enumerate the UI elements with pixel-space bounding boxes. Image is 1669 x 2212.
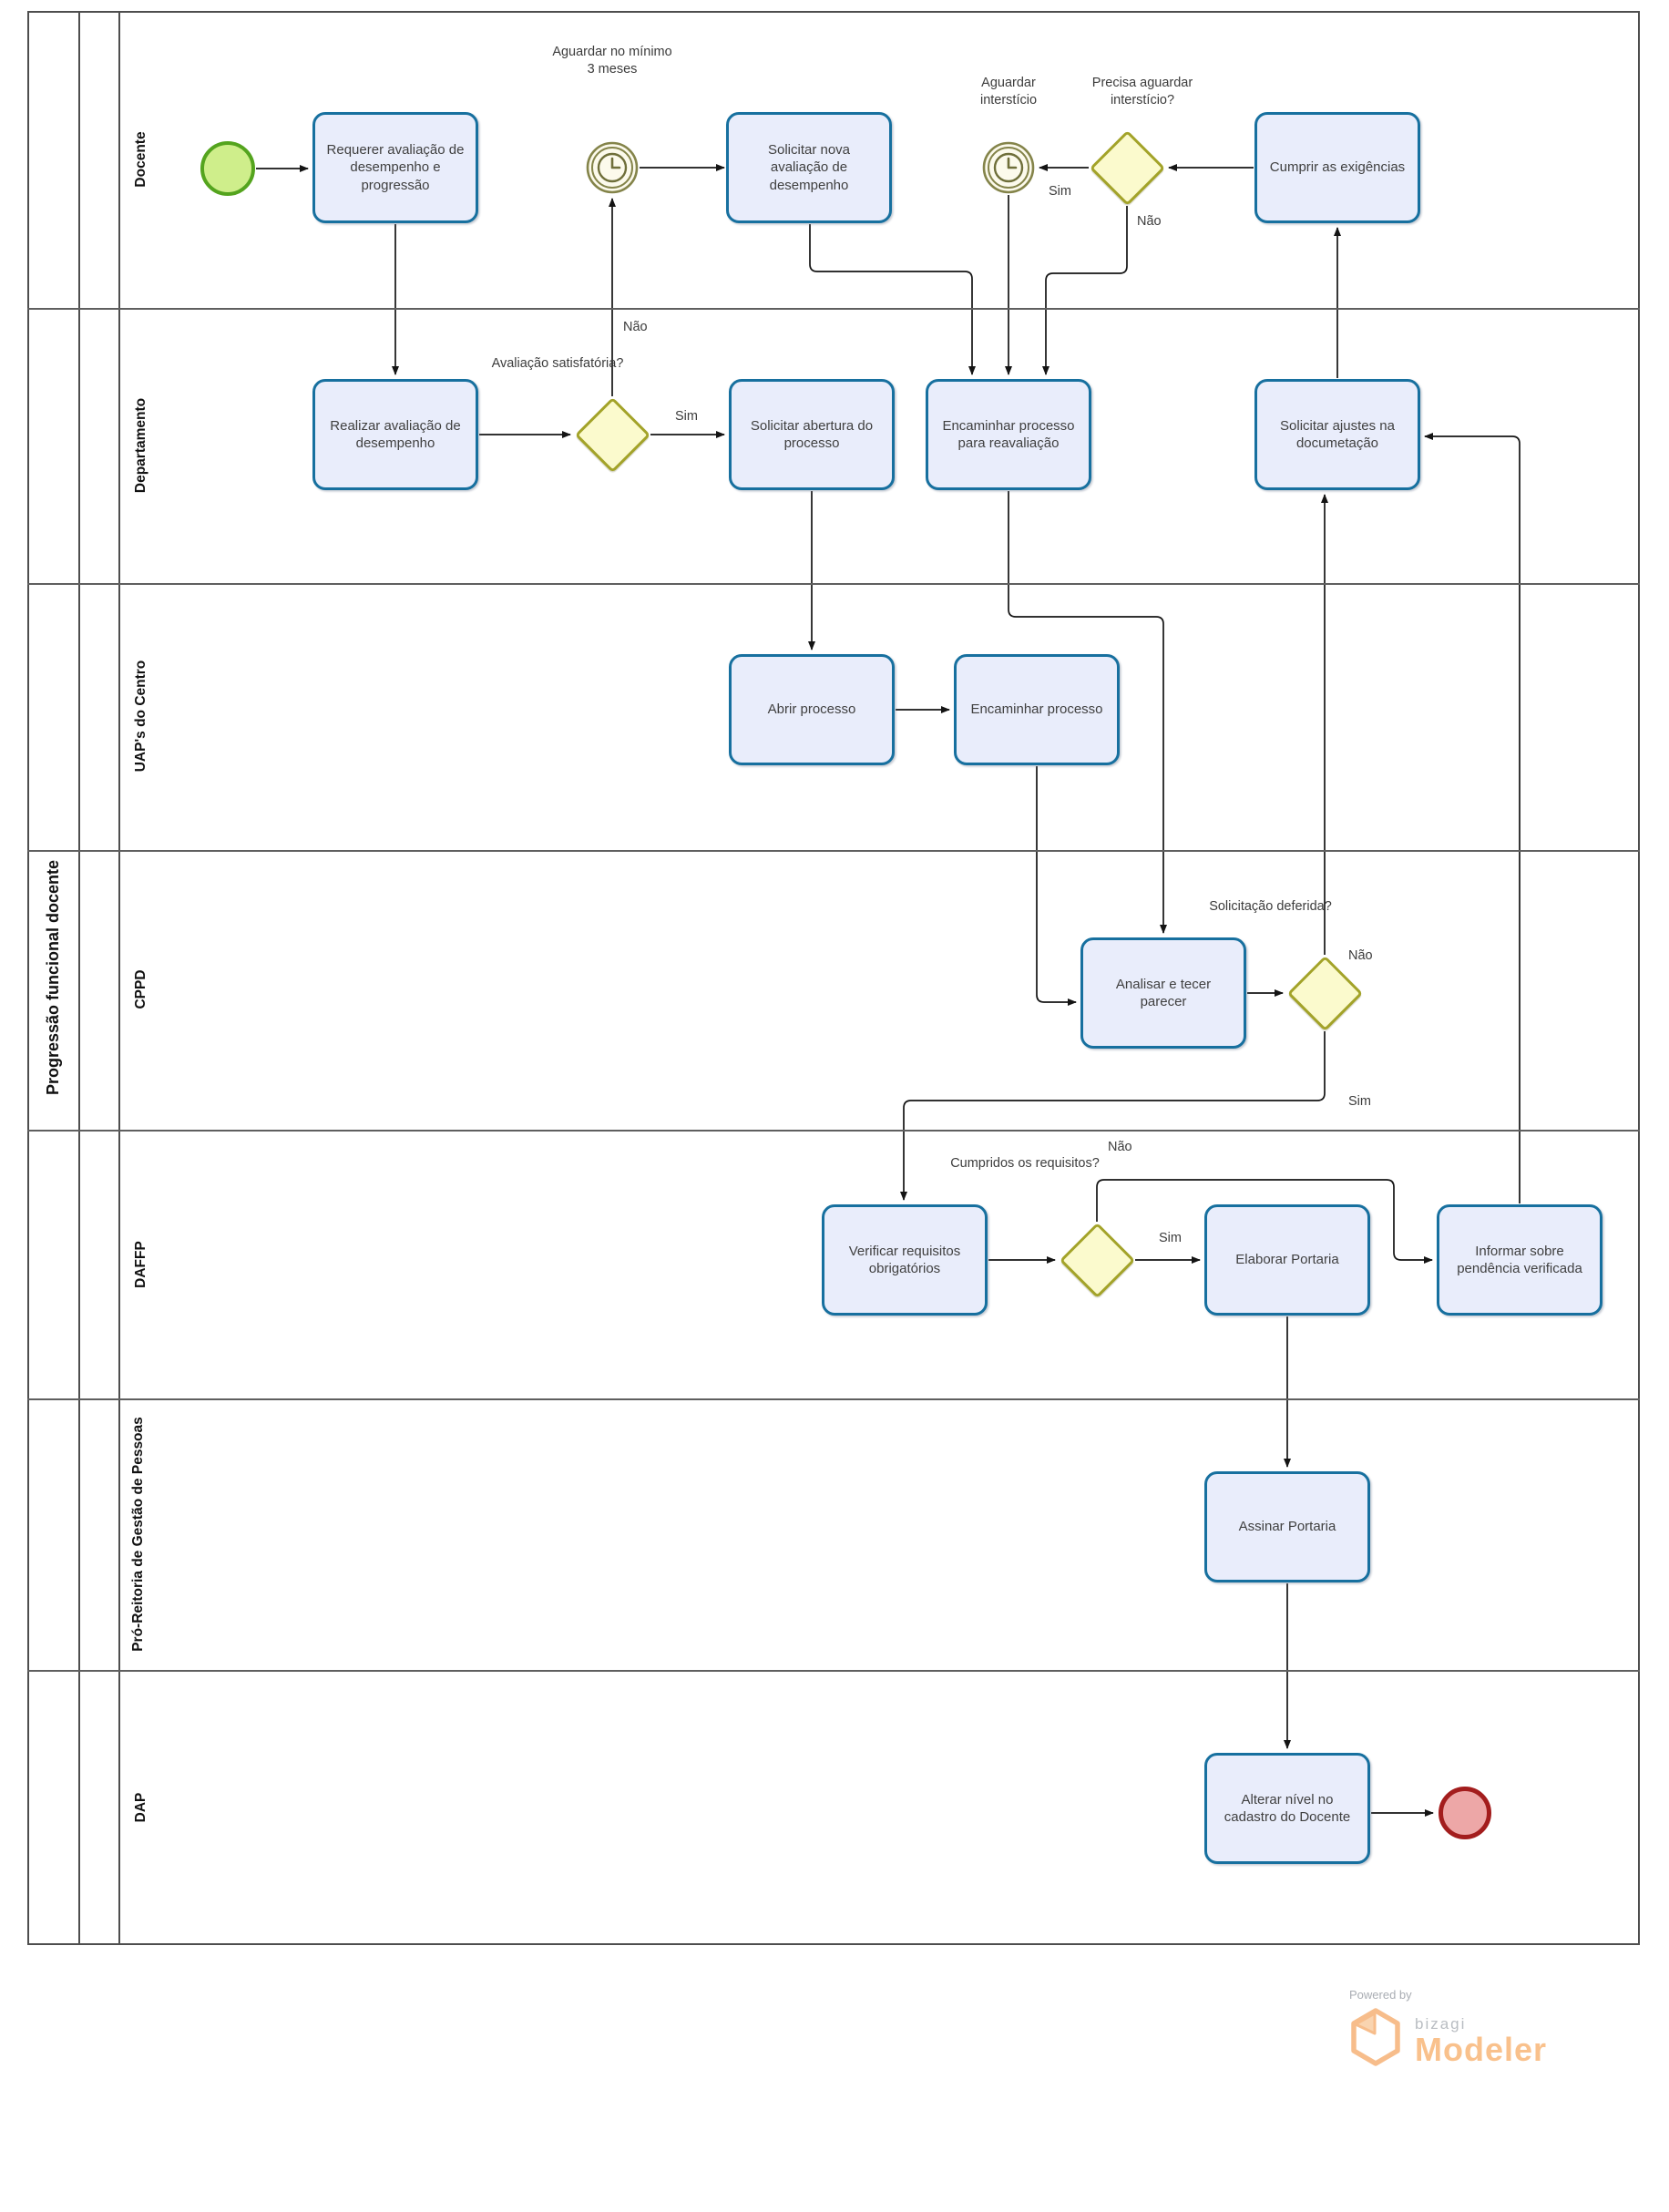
gateway-question-solicitacao: Solicitação deferida? (1209, 899, 1332, 914)
timer-event-aguardar-3-meses[interactable] (586, 141, 639, 199)
powered-by-label: Powered by (1349, 1988, 1412, 2002)
task-elaborar-portaria[interactable]: Elaborar Portaria (1204, 1204, 1370, 1316)
task-alterar-nivel[interactable]: Alterar nível no cadastro do Docente (1204, 1753, 1370, 1864)
edge-label-nao: Não (1137, 214, 1162, 229)
bizagi-modeler-logo: bizagi Modeler (1349, 2008, 1547, 2066)
lane-label-pro-reitoria: Pró-Reitoria de Gestão de Pessoas (130, 1417, 147, 1652)
task-analisar-parecer[interactable]: Analisar e tecer parecer (1080, 937, 1246, 1049)
lane-divider (27, 1130, 1640, 1132)
lane-label-cppd: CPPD (133, 969, 149, 1009)
end-event[interactable] (1439, 1787, 1491, 1839)
timer-icon (586, 141, 639, 194)
timer-icon (982, 141, 1035, 194)
task-encaminhar-reavaliacao[interactable]: Encaminhar processo para reavaliação (926, 379, 1091, 490)
gateway-question-avaliacao: Avaliação satisfatória? (491, 356, 624, 371)
pool-title: Progressão funcional docente (43, 859, 62, 1096)
lane-label-departamento: Departamento (133, 397, 149, 494)
pool-title-divider (78, 11, 80, 1945)
timer-label-aguardar-intersticio: Aguardar interstício (979, 76, 1038, 108)
task-abrir-processo[interactable]: Abrir processo (729, 654, 895, 765)
edge-label-sim: Sim (1159, 1231, 1182, 1245)
edge-label-sim: Sim (675, 409, 698, 424)
bizagi-wordmark: bizagi (1415, 2015, 1467, 2033)
task-cumprir-exigencias[interactable]: Cumprir as exigências (1254, 112, 1420, 223)
timer-label-aguardar-3-meses: Aguardar no mínimo 3 meses (552, 45, 672, 77)
task-solicitar-nova-avaliacao[interactable]: Solicitar nova avaliação de desempenho (726, 112, 892, 223)
lane-divider (27, 850, 1640, 852)
task-requerer-avaliacao[interactable]: Requerer avaliação de desempenho e progr… (312, 112, 478, 223)
edge-label-sim: Sim (1348, 1094, 1371, 1109)
lane-label-dap: DAP (133, 1792, 149, 1823)
task-realizar-avaliacao[interactable]: Realizar avaliação de desempenho (312, 379, 478, 490)
gateway-question-precisa-aguardar: Precisa aguardar interstício? (1091, 76, 1193, 108)
pool-border (27, 11, 1640, 1945)
start-event[interactable] (200, 141, 255, 196)
lane-divider (27, 308, 1640, 310)
task-solicitar-ajustes[interactable]: Solicitar ajustes na documetação (1254, 379, 1420, 490)
lane-label-daffp: DAFFP (133, 1241, 149, 1288)
lane-label-docente: Docente (133, 131, 149, 188)
task-solicitar-abertura[interactable]: Solicitar abertura do processo (729, 379, 895, 490)
lane-divider (27, 583, 1640, 585)
task-informar-pendencia[interactable]: Informar sobre pendência verificada (1437, 1204, 1602, 1316)
lane-divider (27, 1670, 1640, 1672)
bizagi-hexagon-icon (1351, 2008, 1400, 2066)
modeler-wordmark: Modeler (1415, 2031, 1548, 2068)
task-encaminhar-processo[interactable]: Encaminhar processo (954, 654, 1120, 765)
task-assinar-portaria[interactable]: Assinar Portaria (1204, 1471, 1370, 1582)
edge-label-nao: Não (623, 320, 648, 334)
task-verificar-requisitos[interactable]: Verificar requisitos obrigatórios (822, 1204, 988, 1316)
gateway-question-cumpridos: Cumpridos os requisitos? (950, 1156, 1100, 1171)
edge-label-nao: Não (1348, 948, 1373, 963)
lane-label-divider (118, 11, 120, 1945)
edge-label-nao: Não (1108, 1140, 1132, 1154)
edge-label-sim: Sim (1049, 184, 1071, 199)
lane-label-uaps: UAP's do Centro (133, 660, 149, 773)
timer-event-aguardar-intersticio[interactable] (982, 141, 1035, 199)
lane-divider (27, 1398, 1640, 1400)
